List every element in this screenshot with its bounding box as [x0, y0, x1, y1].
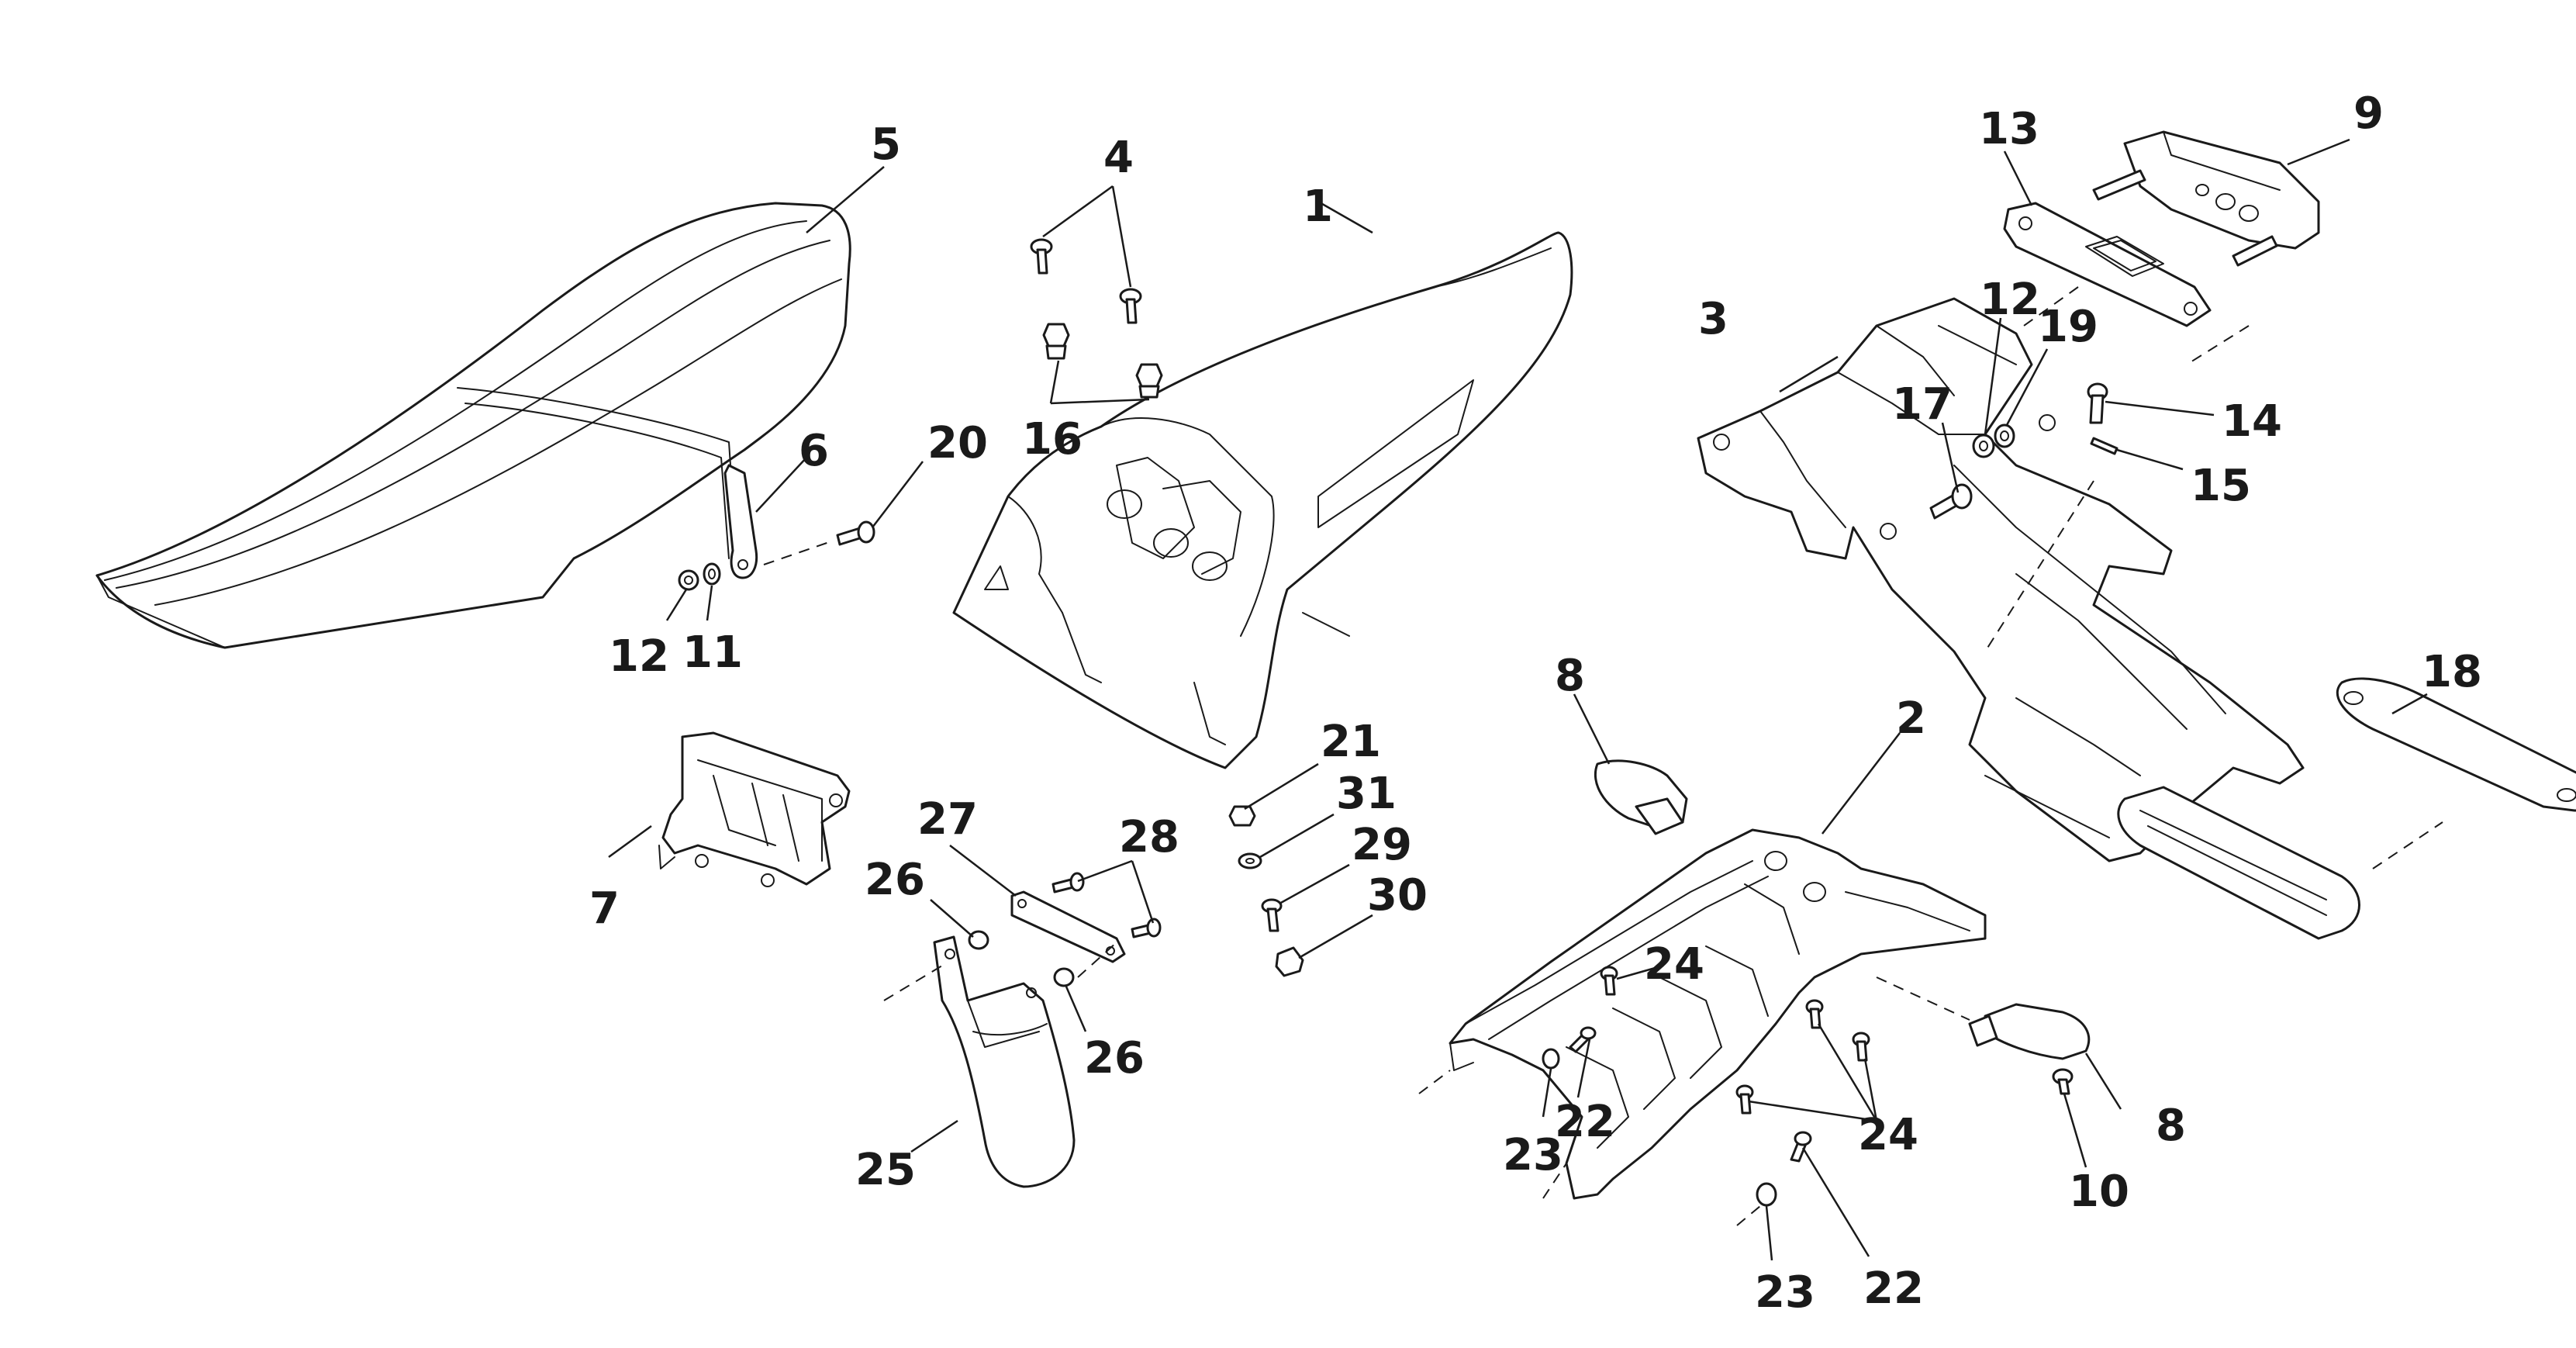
callout-labels: 5 6 20 12 11 4 1 16 21 31 29 30 7 27 28 … — [589, 88, 2482, 1318]
washer-part-11 — [703, 562, 721, 586]
screw-part-22-bottom — [1790, 1131, 1812, 1163]
bolt-part-14 — [2087, 382, 2108, 424]
callout-14: 14 — [2222, 396, 2282, 447]
callout-26-bottom: 26 — [1084, 1033, 1145, 1084]
bracket-part-7 — [658, 731, 851, 887]
light-lens-part-13 — [2003, 202, 2212, 327]
callout-12-right: 12 — [1980, 275, 2040, 325]
screw-part-20 — [836, 520, 875, 546]
callout-1: 1 — [1303, 181, 1333, 232]
callout-25: 25 — [855, 1145, 916, 1195]
screw-part-24-low — [1735, 1084, 1754, 1115]
rear-fender-part-1 — [952, 231, 1573, 769]
nut-part-23-bottom — [1756, 1182, 1777, 1207]
screw-part-4-right — [1119, 288, 1142, 324]
pin-part-15 — [2090, 437, 2118, 455]
undertray-part-2 — [1449, 828, 1987, 1200]
callout-24-bottom: 24 — [1858, 1110, 1918, 1160]
leader-lines — [608, 138, 2428, 1261]
callout-17: 17 — [1892, 379, 1953, 430]
callout-6: 6 — [799, 426, 829, 476]
callout-8-left: 8 — [1555, 651, 1585, 701]
callout-2: 2 — [1896, 693, 1926, 744]
callout-22-top: 22 — [1555, 1097, 1615, 1147]
callout-9: 9 — [2353, 88, 2384, 139]
callout-23-bottom: 23 — [1755, 1267, 1815, 1318]
callout-30: 30 — [1367, 870, 1428, 921]
screw-part-28-bottom — [1131, 918, 1162, 938]
callout-7: 7 — [589, 883, 620, 934]
callout-29: 29 — [1352, 820, 1412, 870]
nut-part-12-right — [1972, 434, 1995, 458]
indicator-part-8-right — [1968, 1003, 2091, 1060]
callout-16: 16 — [1022, 414, 1083, 465]
screw-part-24-top — [1600, 966, 1618, 996]
nut-part-21 — [1228, 805, 1256, 827]
callout-24-top: 24 — [1644, 939, 1704, 990]
indicator-part-8-left — [1594, 759, 1688, 835]
callout-28: 28 — [1119, 812, 1179, 862]
callout-5: 5 — [871, 119, 901, 170]
screw-part-4-left — [1030, 238, 1053, 275]
screw-part-10 — [2052, 1068, 2074, 1095]
mudflap-part-25 — [933, 935, 1076, 1188]
tail-light-part-9 — [2092, 130, 2320, 267]
screw-part-29 — [1261, 898, 1283, 932]
callout-11: 11 — [682, 627, 743, 678]
washer-part-31 — [1238, 852, 1262, 869]
callout-20: 20 — [927, 418, 988, 468]
nut-part-16-left — [1042, 323, 1070, 360]
strap-part-6 — [723, 464, 758, 579]
screw-part-22-top — [1569, 1026, 1597, 1053]
screw-part-24-mid-a — [1805, 999, 1824, 1029]
nut-part-26-top — [968, 930, 989, 950]
plate-holder-part-3 — [1697, 297, 2305, 862]
callout-21: 21 — [1321, 717, 1381, 767]
callout-3: 3 — [1698, 294, 1728, 344]
callout-12-left: 12 — [609, 631, 669, 682]
screw-part-28-top — [1051, 872, 1085, 893]
callout-13: 13 — [1979, 104, 2039, 154]
plate-mount-lower — [2117, 786, 2360, 940]
callout-23-top: 23 — [1503, 1130, 1563, 1180]
reflector-part-18 — [2336, 677, 2576, 812]
callout-22-bottom: 22 — [1863, 1263, 1924, 1314]
nut-part-23-top — [1542, 1048, 1560, 1070]
callout-15: 15 — [2191, 461, 2251, 511]
callout-31: 31 — [1336, 769, 1397, 819]
seat-part-5 — [95, 202, 851, 649]
screw-part-24-mid-b — [1852, 1032, 1870, 1062]
callout-10: 10 — [2069, 1167, 2129, 1217]
callout-19: 19 — [2038, 302, 2098, 352]
nut-part-26-bottom — [1053, 967, 1075, 987]
callout-27: 27 — [917, 794, 978, 845]
callout-4: 4 — [1103, 133, 1134, 183]
nut-part-12-left — [678, 569, 699, 591]
nut-part-16-right — [1135, 363, 1163, 399]
clip-part-30 — [1275, 946, 1304, 977]
callout-18: 18 — [2422, 647, 2482, 697]
callout-8-right: 8 — [2156, 1101, 2186, 1151]
washer-part-19 — [1994, 423, 2015, 448]
callout-26-top: 26 — [865, 855, 925, 905]
